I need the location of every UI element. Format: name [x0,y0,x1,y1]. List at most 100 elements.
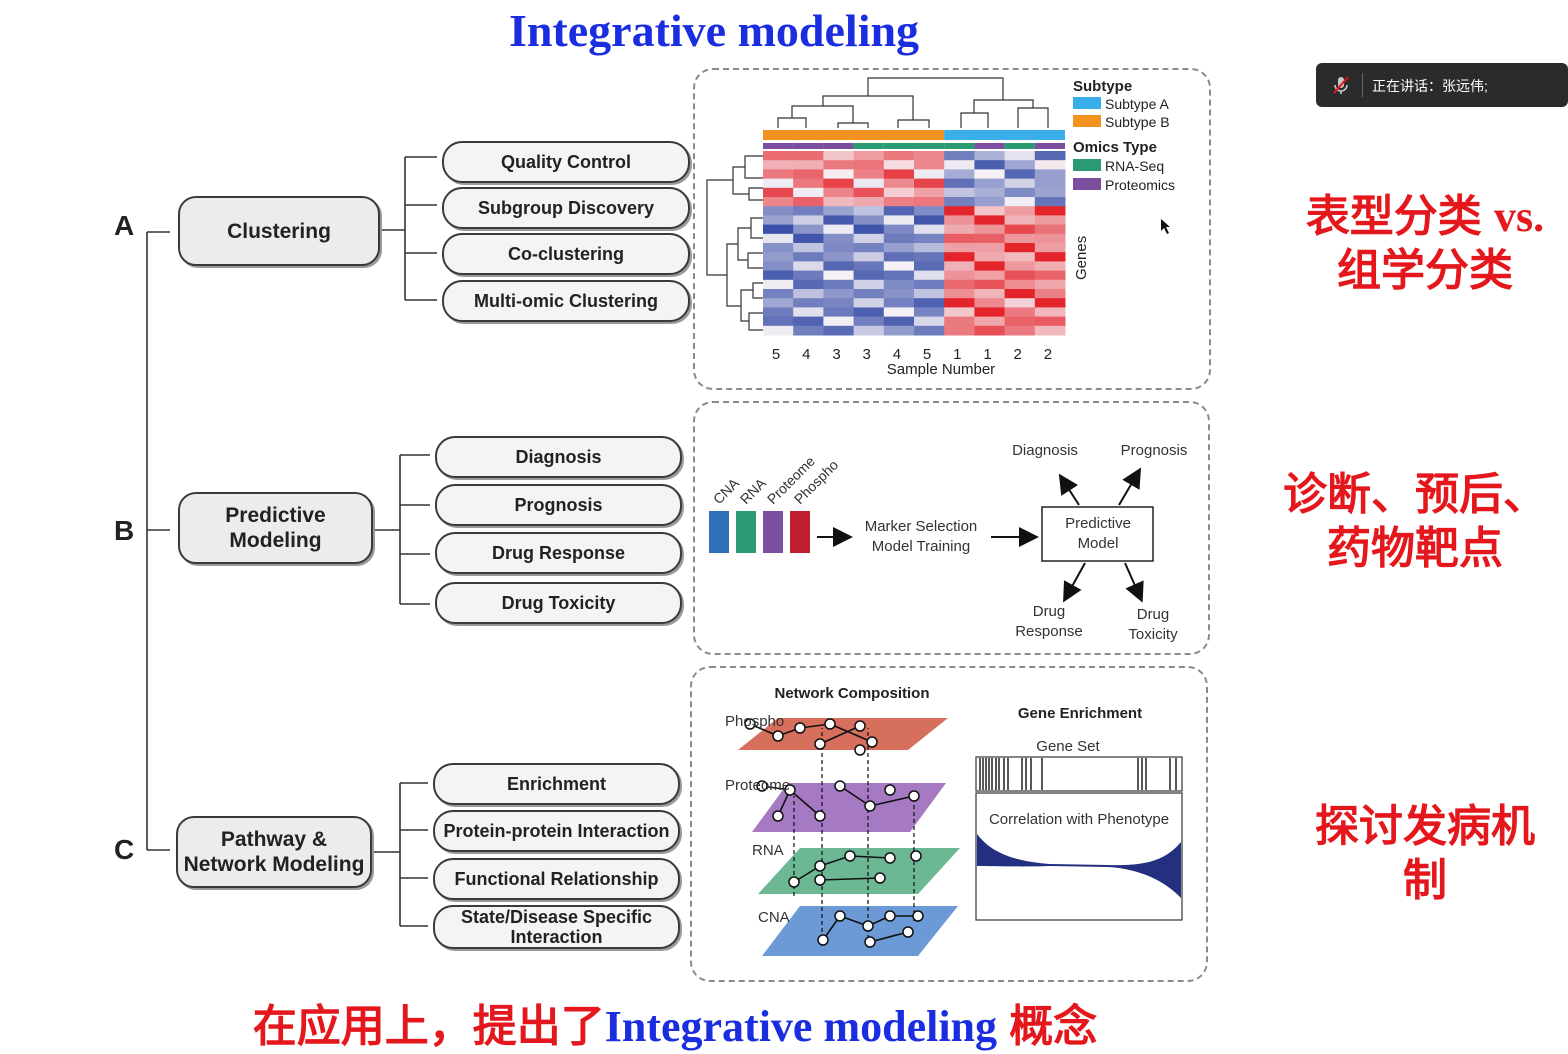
tree-connectors [146,156,437,927]
omics-bar-label: CNA [710,474,743,507]
heatmap-cell [914,261,945,272]
network-node [910,850,922,862]
heatmap-cell [763,169,794,180]
speaking-indicator: 正在讲话：张远伟; [1316,63,1568,107]
heatmap-cell [853,178,885,189]
network-node [784,784,796,796]
network-node [772,810,784,822]
heatmap-cell [1034,289,1066,299]
heatmap-panel [693,68,1211,390]
heatmap-cell [883,169,915,180]
heatmap-cell [914,215,945,226]
heatmap-x-tick: 4 [802,346,810,363]
heatmap-cell [944,178,975,189]
heatmap-xlabel: Sample Number [887,361,995,378]
heatmap-cell [974,289,1006,299]
heatmap-cell [974,316,1006,327]
heatmap-cell [823,307,855,318]
omics-bar [790,511,810,553]
heatmap-cell [1034,261,1066,272]
heatmap-cell [763,233,794,244]
network-node [772,730,784,742]
heatmap-cell [914,197,945,207]
pathway-network-label-line1: Pathway & [220,828,328,851]
network-node [874,872,886,884]
gene-set-bar [975,756,1183,792]
heatmap-cell [883,261,915,272]
heatmap-cell [1034,325,1066,336]
heatmap-cell [1004,151,1036,161]
subtype-b-bar [763,130,945,140]
omics-cell [944,143,975,149]
network-node [817,934,829,946]
heatmap-cell [1004,279,1036,290]
output-drug-toxicity-2: Toxicity [1128,626,1178,643]
heatmap-x-tick: 2 [1014,346,1022,363]
omics-cell [974,143,1005,149]
network-node [844,850,856,862]
omics-cell [1034,143,1065,149]
state-disease-line2: Interaction [510,927,603,947]
gene-set-label: Gene Set [1036,738,1100,755]
heatmap-cell [974,261,1006,272]
heatmap-cell [823,178,855,189]
state-disease-line1: State/Disease Specific [460,907,653,927]
heatmap-cell [1034,316,1066,327]
heatmap-x-tick: 5 [923,346,931,363]
heatmap-cell [944,151,975,161]
diagnosis-box: Diagnosis [435,436,682,478]
functional-relationship-box: Functional Relationship [433,858,680,900]
heatmap-cell [763,307,794,318]
column-dendrogram [777,77,1049,128]
heatmap-cell [1004,160,1036,170]
heatmap-cell [974,206,1006,216]
heatmap-cell [793,307,824,318]
heatmap-cell [853,316,885,327]
co-clustering-box: Co-clustering [442,233,690,275]
heatmap-cell [944,316,975,327]
network-node [902,926,914,938]
network-layer-plane [758,848,960,894]
clustering-box: Clustering [178,196,380,266]
heatmap-cell [763,279,794,290]
legend-omics-title: Omics Type [1073,139,1157,156]
side-note-b-line2: 药物靶点 [1327,524,1503,573]
heatmap-cell [823,316,855,327]
heatmap-cell [914,233,945,244]
heatmap-cell [853,151,885,161]
pathway-network-label-line2: Network Modeling [183,853,365,876]
heatmap-cell [823,224,855,235]
heatmap-cell [853,169,885,180]
heatmap-cell [853,224,885,235]
heatmap-cell [823,279,855,290]
omics-cell [883,143,914,149]
heatmap-cell [793,243,824,253]
arrow-to-prognosis [1118,467,1142,506]
network-node [862,920,874,932]
heatmap-cell [1004,252,1036,262]
heatmap-cell [793,289,824,299]
marker-selection-label: Marker Selection [865,518,978,535]
side-note-a-vs: vs. [1494,192,1545,241]
heatmap-cell [763,224,794,235]
heatmap-cell [763,178,794,189]
heatmap-annotations [763,130,1065,149]
heatmap-cell [853,289,885,299]
heatmap-cell [914,289,945,299]
heatmap-cell [974,178,1006,189]
heatmap-cell [823,187,855,198]
clustering-label: Clustering [227,219,331,243]
side-note-b: 诊断、预后、 药物靶点 [1270,468,1560,576]
heatmap-cell [1004,215,1036,226]
heatmap-x-tick: 2 [1044,346,1052,363]
network-node [866,736,878,748]
network-node [824,718,836,730]
heatmap-cell [974,279,1006,290]
heatmap-cell [853,160,885,170]
heatmap-cell [793,178,824,189]
heatmap-cell [793,261,824,272]
heatmap-cell [883,298,915,308]
heatmap-cell [1034,243,1066,253]
layer-label-cna: CNA [758,909,790,926]
heatmap-cell [1034,160,1066,170]
